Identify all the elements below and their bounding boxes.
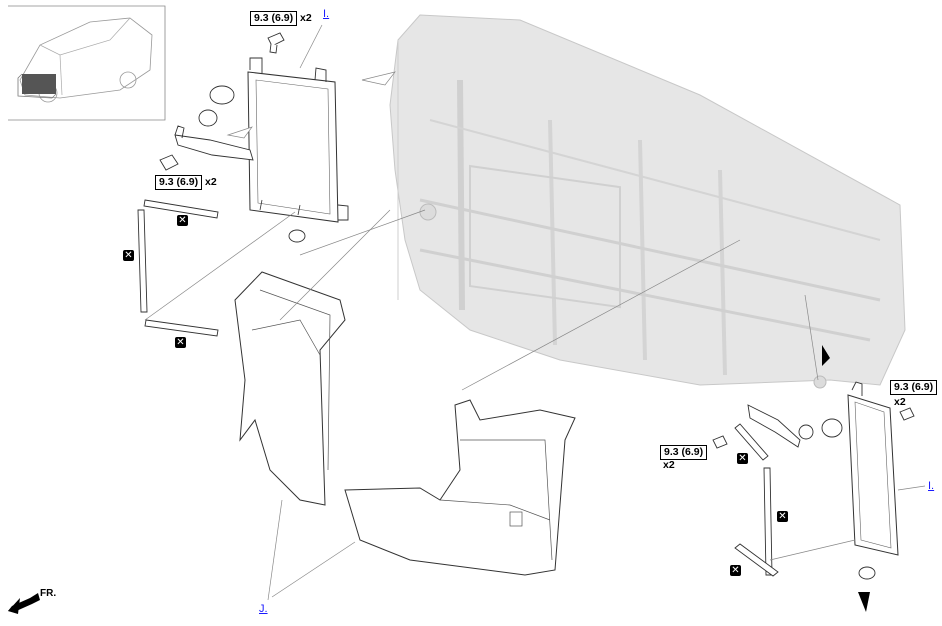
non-reusable-part-icon: ✕ xyxy=(737,453,748,464)
pointer-arrow-icon xyxy=(822,345,830,366)
front-label: FR. xyxy=(40,588,57,599)
radiator-bracket-upper xyxy=(159,32,306,243)
air-guide-lower xyxy=(344,399,576,576)
highlighted-component-icon xyxy=(22,74,56,94)
vehicle-location-thumbnail xyxy=(8,5,166,121)
pointer-arrow-icon xyxy=(858,592,870,612)
non-reusable-part-icon: ✕ xyxy=(730,565,741,576)
quantity-label: x2 xyxy=(205,176,217,188)
radiator-upper xyxy=(247,57,349,223)
quantity-label: x2 xyxy=(300,12,312,24)
torque-spec: 9.3 (6.9) xyxy=(660,445,708,460)
callout-link-i[interactable]: I. xyxy=(928,480,935,492)
callout-link-j[interactable]: J. xyxy=(259,603,268,615)
front-end-module-ghost xyxy=(389,14,906,389)
non-reusable-part-icon: ✕ xyxy=(123,250,134,261)
radiator-bracket-right xyxy=(712,404,915,449)
torque-spec: 9.3 (6.9) xyxy=(155,175,203,190)
leader-lines xyxy=(144,24,926,601)
radiator-seals-right xyxy=(734,423,779,577)
torque-spec: 9.3 (6.9) xyxy=(890,380,938,395)
torque-spec: 9.3 (6.9) xyxy=(250,11,298,26)
non-reusable-part-icon: ✕ xyxy=(177,215,188,226)
radiator-right xyxy=(847,381,899,580)
non-reusable-part-icon: ✕ xyxy=(175,337,186,348)
non-reusable-part-icon: ✕ xyxy=(777,511,788,522)
quantity-label: x2 xyxy=(894,396,906,408)
radiator-seals-left xyxy=(137,199,219,337)
air-guide-left xyxy=(234,271,346,506)
quantity-label: x2 xyxy=(663,459,675,471)
front-direction-arrow-icon xyxy=(8,593,40,614)
callout-link-i[interactable]: I. xyxy=(323,8,330,20)
